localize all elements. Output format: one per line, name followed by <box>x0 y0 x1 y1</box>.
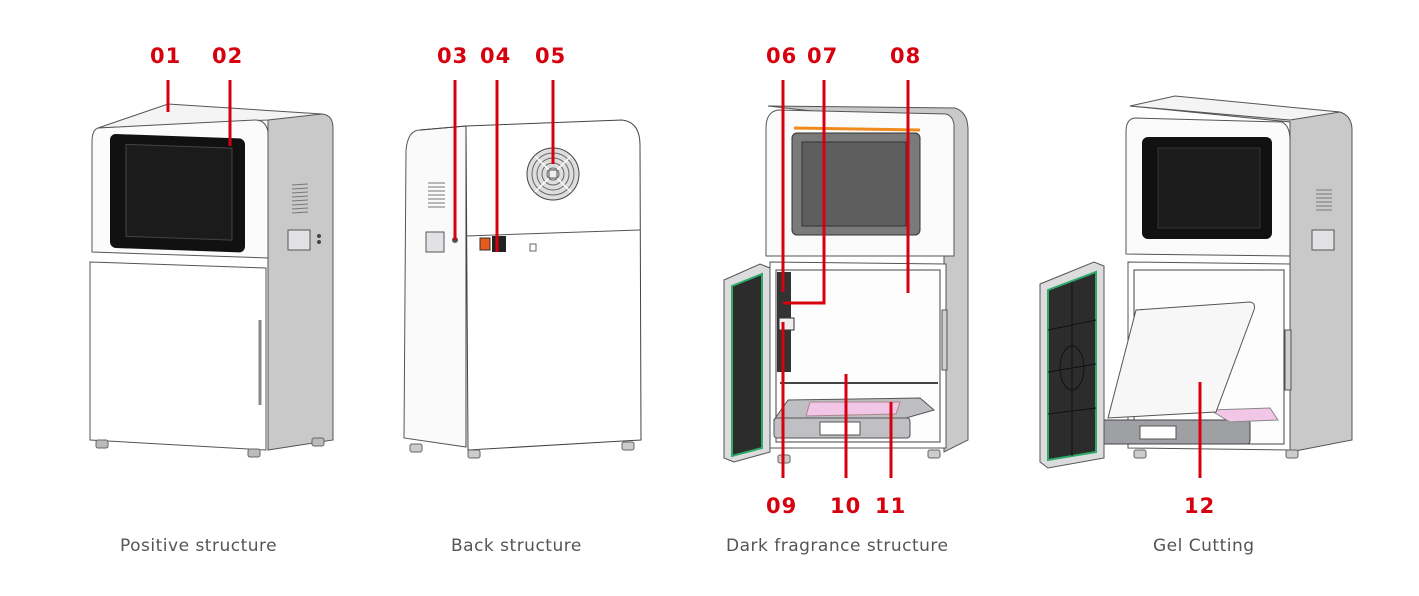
callout-09: 09 <box>766 494 798 518</box>
callout-02: 02 <box>212 44 244 68</box>
callout-lines <box>166 80 1202 478</box>
power-socket <box>492 236 506 252</box>
callout-12: 12 <box>1184 494 1216 518</box>
machine-front-view <box>89 103 334 458</box>
caption-gel-cutting: Gel Cutting <box>1153 536 1255 556</box>
callout-03: 03 <box>437 44 469 68</box>
callout-10: 10 <box>830 494 862 518</box>
machine-back-view <box>403 119 642 459</box>
callout-06: 06 <box>766 44 798 68</box>
caption-dark-chamber-structure: Dark fragrance structure <box>726 536 949 556</box>
front-door <box>89 261 267 451</box>
side-handle <box>425 231 445 253</box>
uv-lamp-holder <box>778 317 795 331</box>
callout-11: 11 <box>875 494 907 518</box>
caption-positive-structure: Positive structure <box>120 536 278 556</box>
callout-01: 01 <box>150 44 182 68</box>
uv-transilluminator <box>805 401 901 417</box>
leader-07 <box>783 80 826 305</box>
orange-strip <box>793 126 921 132</box>
machine-gel-cutting-view <box>1039 95 1353 469</box>
callout-04: 04 <box>480 44 512 68</box>
power-switch <box>479 237 491 251</box>
caption-back-structure: Back structure <box>451 536 582 556</box>
gel-cutting-plate <box>1107 301 1255 419</box>
callout-07: 07 <box>807 44 839 68</box>
callout-05: 05 <box>535 44 567 68</box>
callout-08: 08 <box>890 44 922 68</box>
machine-open-chamber-view <box>723 105 969 464</box>
